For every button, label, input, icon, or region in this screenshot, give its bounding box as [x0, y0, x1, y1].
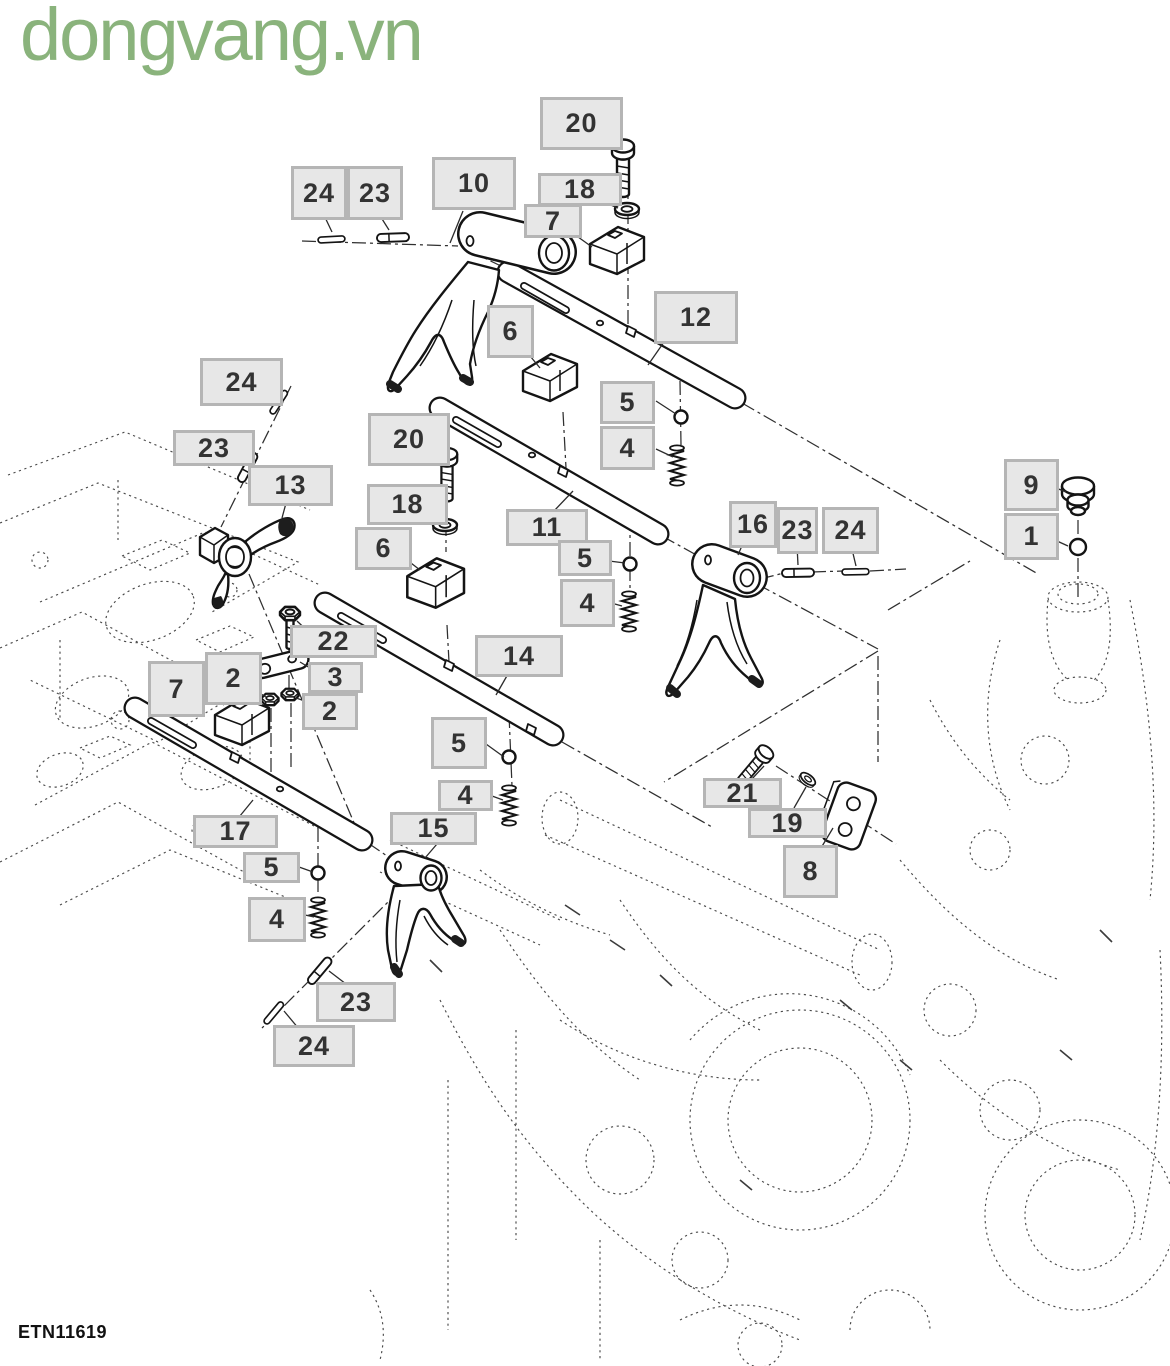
center-lines	[220, 160, 1079, 1029]
plate-8	[812, 780, 878, 851]
callout-24-40: 24	[273, 1025, 355, 1067]
leader-5-34	[298, 866, 314, 873]
callout-23-13: 23	[173, 430, 255, 466]
callout-9-10: 9	[1004, 459, 1059, 511]
leader-4-35	[304, 914, 315, 918]
leader-21-36	[750, 765, 765, 781]
callout-23-39: 23	[316, 982, 396, 1022]
callout-20-15: 20	[368, 413, 450, 466]
guide-clip-7-top	[588, 225, 646, 276]
callout-18-16: 18	[367, 484, 448, 525]
callout-18-4: 18	[538, 173, 622, 206]
detent-spring-4c	[500, 784, 518, 827]
callout-7-5: 7	[524, 204, 582, 238]
callout-13-14: 13	[248, 465, 333, 506]
callout-11-18: 11	[506, 509, 588, 546]
callout-5-19: 5	[558, 540, 612, 576]
shift-fork-10	[386, 211, 577, 393]
detent-spring-4a	[668, 444, 686, 487]
callout-5-8: 5	[600, 381, 655, 424]
figure-code: ETN11619	[18, 1322, 108, 1342]
pin-23-bottom	[309, 959, 331, 983]
callout-4-31: 4	[438, 780, 493, 811]
case-background	[0, 431, 1170, 1366]
leader-5-8	[655, 400, 677, 415]
callout-23-22: 23	[777, 507, 818, 554]
detent-ball-5b	[622, 556, 638, 572]
callout-20-0: 20	[540, 97, 623, 150]
pin-24-bottom	[267, 1005, 280, 1021]
callout-21-36: 21	[703, 778, 782, 808]
callout-6-7: 6	[487, 305, 534, 358]
callout-2-26: 2	[205, 652, 262, 705]
callout-5-30: 5	[431, 717, 487, 769]
leader-5-30	[485, 743, 505, 758]
callout-15-32: 15	[390, 812, 477, 845]
guide-clip-6-mid	[406, 557, 466, 609]
pin-23-right	[786, 568, 810, 577]
callout-1-11: 1	[1004, 513, 1059, 560]
callout-17-33: 17	[193, 815, 278, 848]
leader-14-29	[495, 673, 509, 696]
leader-19-37	[793, 786, 807, 809]
detent-ball-5a	[673, 409, 689, 425]
callout-4-9: 4	[600, 426, 655, 470]
pin-24-top	[321, 239, 342, 240]
shift-rail-11	[428, 396, 670, 546]
shift-fork-bottom	[384, 850, 467, 978]
leader-23-39	[328, 970, 347, 985]
lock-washer-19	[796, 769, 819, 791]
oring-1	[1068, 537, 1088, 557]
callout-14-29: 14	[475, 635, 563, 677]
leader-11-18	[552, 490, 574, 513]
plug-9	[1060, 476, 1096, 517]
shift-fork-13	[198, 517, 296, 610]
callout-8-38: 8	[783, 845, 838, 898]
callout-2-27: 2	[302, 693, 358, 730]
leader-lines	[203, 133, 1069, 1030]
shift-rail-17	[123, 696, 374, 852]
shift-fork-16	[665, 543, 768, 698]
leader-4-31	[491, 795, 504, 801]
callout-6-17: 6	[355, 527, 412, 570]
callout-4-35: 4	[248, 897, 306, 942]
callout-23-2: 23	[347, 166, 403, 220]
pin-23-top	[381, 233, 405, 243]
leader-8-38	[820, 827, 834, 849]
callout-3-25: 3	[308, 662, 363, 693]
callout-12-6: 12	[654, 291, 738, 344]
leader-4-9	[655, 448, 674, 458]
watermark: dongvang.vn	[20, 0, 424, 76]
detent-spring-4d	[309, 896, 327, 939]
callout-24-23: 24	[822, 507, 879, 554]
guide-clip-6-top	[521, 352, 579, 403]
leader-10-3	[449, 210, 464, 244]
detent-ball-5d	[310, 865, 326, 881]
callout-24-12: 24	[200, 358, 283, 406]
callout-10-3: 10	[432, 157, 516, 210]
detent-ball-5c	[501, 749, 517, 765]
callout-4-20: 4	[560, 579, 615, 627]
callout-5-34: 5	[243, 852, 300, 883]
callout-7-28: 7	[148, 661, 205, 717]
callout-19-37: 19	[748, 808, 827, 838]
callout-24-1: 24	[291, 166, 347, 220]
shift-rail-12	[496, 260, 747, 410]
detent-spring-4b	[620, 590, 638, 633]
callout-22-24: 22	[290, 625, 377, 658]
callout-16-21: 16	[729, 501, 777, 548]
leader-15-32	[424, 843, 438, 859]
